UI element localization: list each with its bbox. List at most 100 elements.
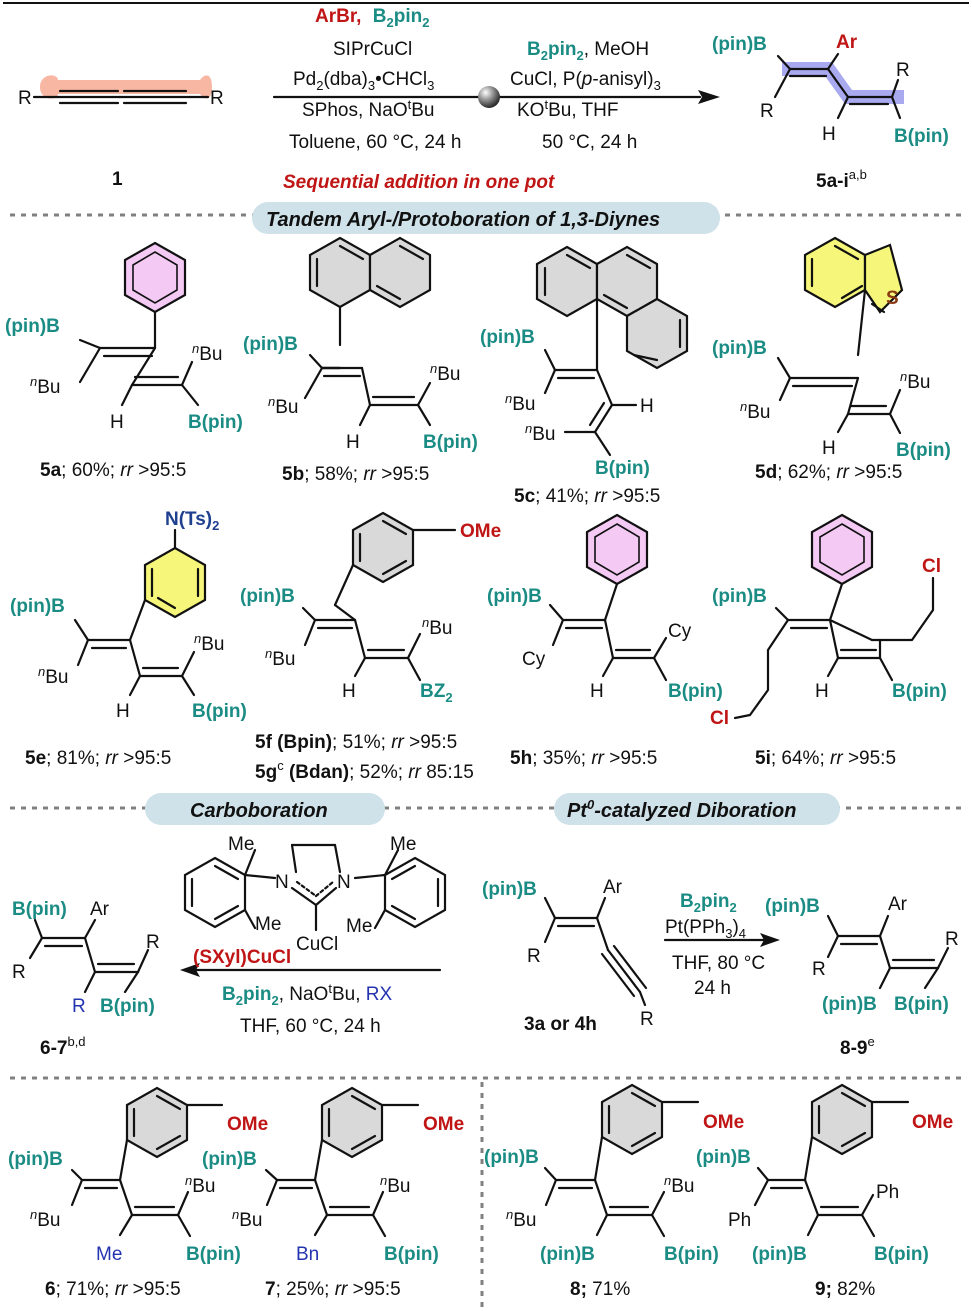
svg-text:BZ2: BZ2 [420, 681, 453, 705]
svg-text:OMe: OMe [460, 521, 501, 542]
carbo-arrow-head [180, 963, 200, 977]
svg-text:R: R [527, 946, 541, 967]
arbr-label: ArBr, [315, 6, 361, 27]
svg-text:nBu: nBu [268, 394, 298, 418]
ligand-base: SPhos, NaOtBu [302, 97, 434, 121]
svg-text:B(pin): B(pin) [595, 458, 650, 479]
svg-text:B(pin): B(pin) [894, 126, 949, 147]
svg-text:nBu: nBu [38, 664, 68, 688]
svg-text:B(pin): B(pin) [896, 440, 951, 461]
svg-text:R: R [12, 962, 26, 983]
svg-text:Me: Me [390, 834, 416, 855]
product-6-7-general: B(pin) Ar R R R B(pin) 6-7b,d [12, 899, 160, 1059]
svg-text:B(pin): B(pin) [192, 701, 247, 722]
svg-text:(pin)B: (pin)B [712, 586, 767, 607]
compound-5h: (pin)B Cy H Cy B(pin) 5h; 35%; rr >95:5 [487, 513, 723, 769]
svg-text:Ar: Ar [90, 899, 110, 920]
svg-text:nBu: nBu [30, 1207, 60, 1231]
compound-9: OMe (pin)B Ph (pin)B Ph B(pin) 9; 82% [696, 1083, 953, 1300]
carbo-reagents: B2pin2, NaOtBu, RX [222, 981, 392, 1008]
label-5f: 5f (Bpin); 51%; rr >95:5 [255, 732, 457, 753]
conditions-2: 50 °C, 24 h [542, 132, 637, 153]
svg-text:(pin)B: (pin)B [696, 1147, 751, 1168]
svg-text:Cy: Cy [668, 621, 692, 642]
compound-5a: (pin)B nBu H nBu B(pin) 5a; 60%; rr >95:… [5, 241, 243, 481]
section1-title: Tandem Aryl-/Protoboration of 1,3-Diynes [266, 209, 660, 231]
label-5d: 5d; 62%; rr >95:5 [755, 462, 902, 483]
compound-5e: N(Ts)2 (pin)B nBu H nBu B(pin) 5e; 81%; … [10, 509, 247, 769]
svg-text:B(pin): B(pin) [12, 899, 67, 920]
svg-text:(pin)B: (pin)B [712, 338, 767, 359]
svg-text:(pin)B: (pin)B [10, 596, 65, 617]
svg-text:B2pin2, MeOH: B2pin2, MeOH [527, 39, 649, 63]
svg-text:nBu: nBu [506, 1207, 536, 1231]
svg-text:OMe: OMe [423, 1114, 464, 1135]
svg-text:(pin)B: (pin)B [484, 1147, 539, 1168]
svg-text:N: N [337, 872, 351, 893]
svg-text:S: S [886, 288, 899, 309]
svg-text:(pin)B: (pin)B [540, 1244, 595, 1265]
label-7: 7; 25%; rr >95:5 [265, 1279, 401, 1300]
svg-text:R: R [812, 959, 826, 980]
svg-text:nBu: nBu [430, 361, 460, 385]
svg-text:nBu: nBu [194, 631, 224, 655]
svg-text:Cl: Cl [922, 556, 941, 577]
svg-text:KOtBu, THF: KOtBu, THF [517, 97, 618, 121]
diyne-r-right: R [210, 88, 224, 109]
nhc-catalyst: Me Me N N CuCl Me Me [183, 834, 447, 955]
main-arrow-head [698, 90, 720, 104]
svg-text:Me: Me [346, 916, 372, 937]
svg-text:R: R [146, 932, 160, 953]
label-9: 9; 82% [815, 1279, 875, 1300]
svg-text:N: N [275, 872, 289, 893]
svg-text:nBu: nBu [422, 615, 452, 639]
svg-text:H: H [640, 396, 654, 417]
svg-text:B(pin): B(pin) [188, 412, 243, 433]
svg-text:(pin)B: (pin)B [5, 316, 60, 337]
phenyl-ring [123, 241, 187, 314]
svg-text:Ar: Ar [836, 32, 858, 53]
product-6-7-label: 6-7b,d [40, 1034, 86, 1059]
svg-text:H: H [822, 124, 836, 145]
svg-text:nBu: nBu [900, 369, 930, 393]
svg-text:nBu: nBu [380, 1173, 410, 1197]
compound-5b: (pin)B nBu H nBu B(pin) 5b; 58%; rr >95:… [243, 236, 478, 485]
svg-text:OMe: OMe [703, 1112, 744, 1133]
svg-text:(pin)B: (pin)B [712, 34, 767, 55]
svg-text:nBu: nBu [232, 1207, 262, 1231]
product-5-general: (pin)B Ar R H R B(pin) 5a-ia,b [712, 32, 949, 192]
svg-text:(pin)B: (pin)B [480, 327, 535, 348]
enyne-3a-4h: (pin)B Ar R R 3a or 4h [482, 877, 654, 1035]
svg-text:H: H [342, 681, 356, 702]
svg-text:nBu: nBu [740, 399, 770, 423]
svg-text:Ar: Ar [603, 877, 623, 898]
svg-text:B(pin): B(pin) [186, 1244, 241, 1265]
svg-text:R: R [72, 996, 86, 1017]
label-6: 6; 71%; rr >95:5 [45, 1279, 181, 1300]
svg-text:B(pin): B(pin) [100, 996, 155, 1017]
pd-catalyst: Pd2(dba)3•CHCl3 [293, 69, 434, 93]
svg-text:Ar: Ar [888, 894, 908, 915]
svg-text:B(pin): B(pin) [384, 1244, 439, 1265]
sequential-note: Sequential addition in one pot [283, 172, 555, 193]
svg-text:CuCl: CuCl [296, 934, 338, 955]
svg-text:R: R [896, 60, 910, 81]
svg-text:B(pin): B(pin) [668, 681, 723, 702]
svg-text:nBu: nBu [664, 1173, 694, 1197]
label-5b: 5b; 58%; rr >95:5 [282, 464, 429, 485]
svg-text:(pin)B: (pin)B [8, 1149, 63, 1170]
dibor-catalyst: Pt(PPh3)4 [665, 917, 746, 941]
diyne-r-left: R [18, 88, 32, 109]
step2-reagents: B2pin2, MeOH CuCl, P(p-anisyl)3 KOtBu, T… [510, 39, 661, 153]
svg-text:H: H [815, 681, 829, 702]
svg-text:H: H [110, 412, 124, 433]
svg-text:R: R [760, 101, 774, 122]
section2-pill [145, 793, 385, 825]
carbo-conditions: THF, 60 °C, 24 h [240, 1016, 381, 1037]
svg-text:OMe: OMe [227, 1114, 268, 1135]
compound-8: OMe (pin)B nBu (pin)B nBu B(pin) 8; 71% [484, 1083, 744, 1300]
svg-text:H: H [346, 432, 360, 453]
compound-7: OMe (pin)B nBu Bn nBu B(pin) 7; 25%; rr … [202, 1086, 464, 1300]
carbo-catalyst: (SXyl)CuCl [193, 947, 291, 968]
svg-text:(pin)B: (pin)B [482, 879, 537, 900]
